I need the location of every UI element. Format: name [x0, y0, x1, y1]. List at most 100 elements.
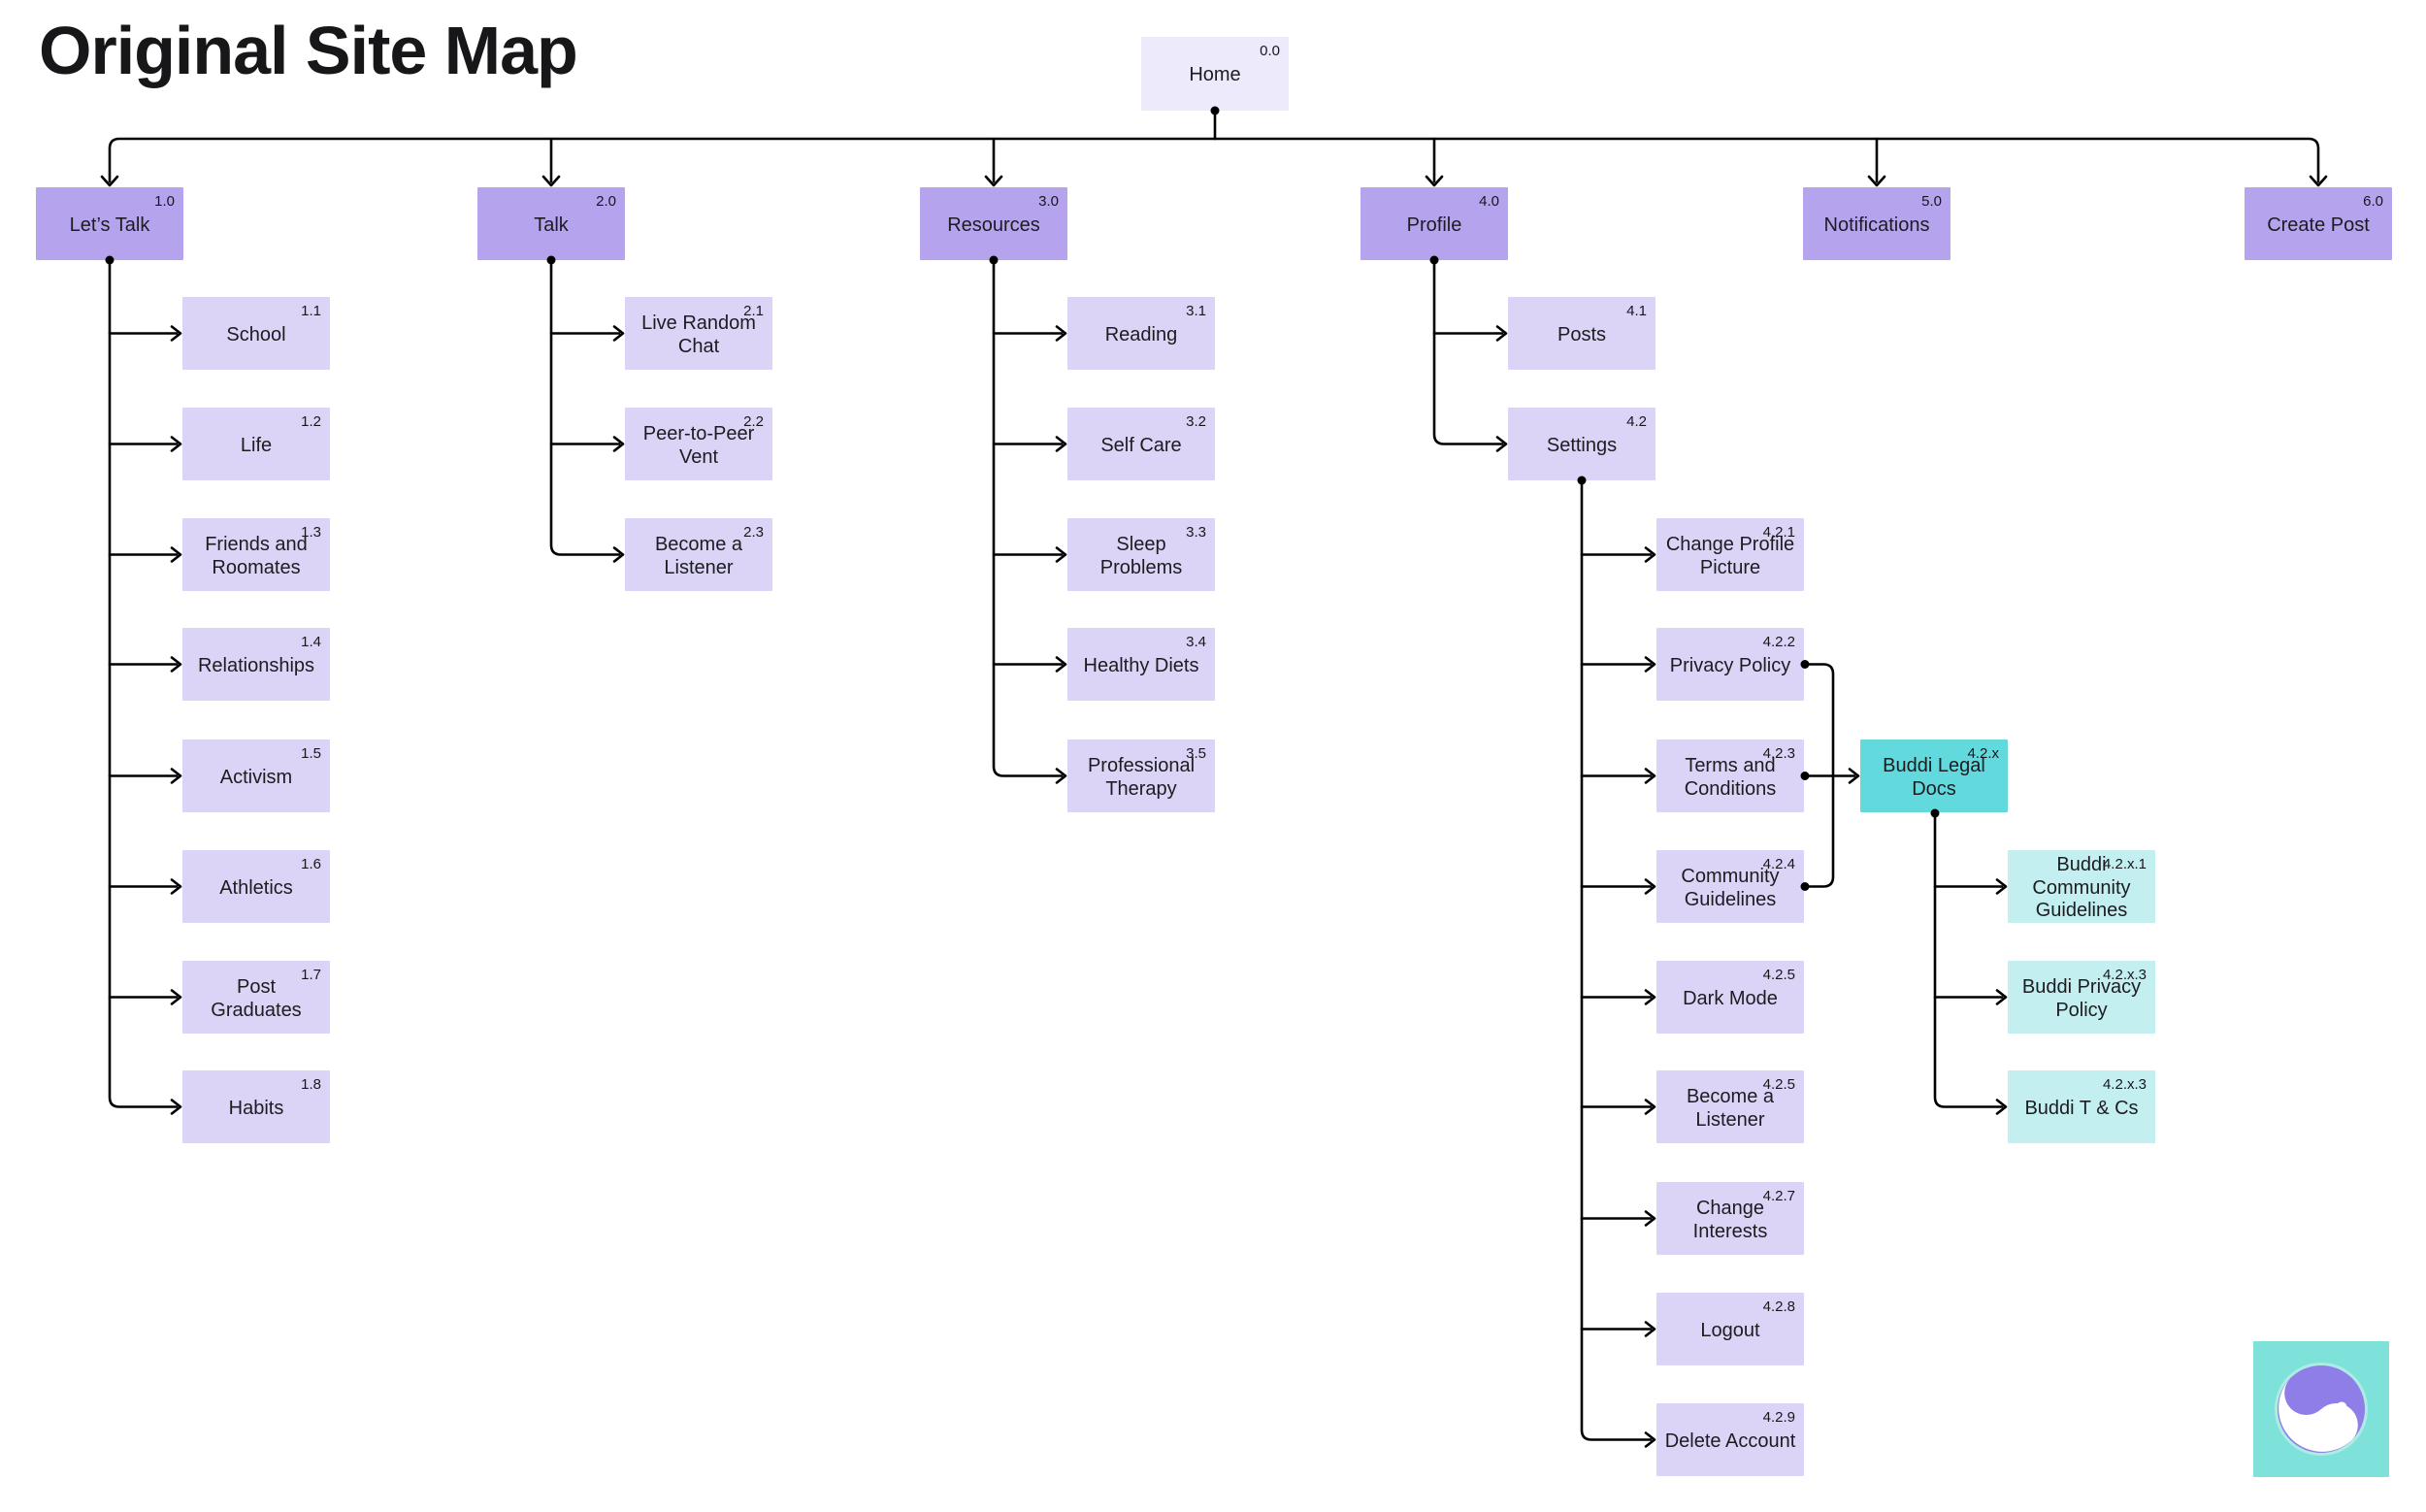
node-label: Privacy Policy [1669, 654, 1791, 676]
sitemap-node-talk[interactable]: 2.0 Talk [477, 187, 625, 260]
sitemap-node-healthy-diets[interactable]: 3.4 Healthy Diets [1067, 628, 1215, 701]
page-title: Original Site Map [39, 13, 578, 88]
node-label: Become a Listener [654, 534, 743, 578]
sitemap-node-community-guidelines[interactable]: 4.2.4 Community Guidelines [1656, 850, 1804, 923]
node-label: Relationships [197, 654, 315, 676]
node-number: 3.4 [1186, 634, 1206, 650]
node-number: 1.3 [301, 524, 321, 541]
sitemap-node-become-a-listener[interactable]: 2.3 Become a Listener [625, 518, 772, 591]
node-label: Self Care [1100, 434, 1182, 456]
node-label: Resources [947, 214, 1040, 236]
node-number: 2.3 [743, 524, 764, 541]
node-number: 4.0 [1479, 193, 1499, 210]
node-number: 3.1 [1186, 303, 1206, 319]
node-label: Sleep Problems [1099, 534, 1183, 578]
node-number: 1.5 [301, 745, 321, 762]
node-label: Change Interests [1692, 1198, 1768, 1242]
node-label: Terms and Conditions [1684, 755, 1777, 800]
sitemap-node-dark-mode[interactable]: 4.2.5 Dark Mode [1656, 961, 1804, 1034]
node-label: Notifications [1823, 214, 1930, 236]
sitemap-node-professional-therapy[interactable]: 3.5 Professional Therapy [1067, 740, 1215, 812]
sitemap-node-logout[interactable]: 4.2.8 Logout [1656, 1293, 1804, 1365]
node-number: 2.2 [743, 413, 764, 430]
node-number: 4.2.x.3 [2102, 967, 2147, 983]
node-label: Professional Therapy [1087, 755, 1196, 800]
node-number: 4.1 [1626, 303, 1647, 319]
node-number: 4.2.8 [1762, 1298, 1795, 1315]
sitemap-node-home[interactable]: 0.0 Home [1141, 37, 1289, 111]
sitemap-node-peer-to-peer-vent[interactable]: 2.2 Peer-to-Peer Vent [625, 408, 772, 480]
sitemap-node-profile[interactable]: 4.0 Profile [1361, 187, 1508, 260]
node-label: Posts [1557, 323, 1607, 345]
node-number: 4.2 [1626, 413, 1647, 430]
node-label: Buddi Privacy Policy [2021, 976, 2142, 1021]
node-label: Profile [1406, 214, 1462, 236]
node-label: Settings [1546, 434, 1618, 456]
sitemap-node-buddi-community-guidelines[interactable]: 4.2.x.1 Buddi Community Guidelines [2008, 850, 2155, 923]
sitemap-node-habits[interactable]: 1.8 Habits [182, 1070, 330, 1143]
sitemap-node-change-profile-picture[interactable]: 4.2.1 Change Profile Picture [1656, 518, 1804, 591]
node-number: 4.2.9 [1762, 1409, 1795, 1426]
node-label: Dark Mode [1683, 987, 1778, 1009]
node-label: Healthy Diets [1083, 654, 1199, 676]
sitemap-node-delete-account[interactable]: 4.2.9 Delete Account [1656, 1403, 1804, 1476]
sitemap-node-privacy-policy[interactable]: 4.2.2 Privacy Policy [1656, 628, 1804, 701]
sitemap-node-live-random-chat[interactable]: 2.1 Live Random Chat [625, 297, 772, 370]
node-number: 4.2.2 [1762, 634, 1795, 650]
node-number: 4.2.3 [1762, 745, 1795, 762]
node-label: Friends and Roomates [205, 534, 308, 578]
yin-yang-smiley-icon [2253, 1341, 2389, 1477]
sitemap-node-reading[interactable]: 3.1 Reading [1067, 297, 1215, 370]
sitemap-node-resources[interactable]: 3.0 Resources [920, 187, 1067, 260]
node-label: Community Guidelines [1681, 866, 1780, 910]
node-number: 4.2.5 [1762, 967, 1795, 983]
sitemap-node-athletics[interactable]: 1.6 Athletics [182, 850, 330, 923]
node-number: 4.2.4 [1762, 856, 1795, 872]
sitemap-node-terms-and-conditions[interactable]: 4.2.3 Terms and Conditions [1656, 740, 1804, 812]
sitemap-node-post-graduates[interactable]: 1.7 Post Graduates [182, 961, 330, 1034]
node-number: 5.0 [1921, 193, 1942, 210]
buddi-logo [2253, 1341, 2389, 1477]
sitemap-node-buddi-legal-docs[interactable]: 4.2.x Buddi Legal Docs [1860, 740, 2008, 812]
node-label: Life [240, 434, 273, 456]
node-label: Change Profile Picture [1665, 534, 1795, 578]
node-number: 4.2.x.1 [2102, 856, 2147, 872]
sitemap-node-relationships[interactable]: 1.4 Relationships [182, 628, 330, 701]
node-label: Activism [219, 766, 293, 788]
node-number: 0.0 [1260, 43, 1280, 59]
node-number: 4.2.x [1967, 745, 1999, 762]
sitemap-node-notifications[interactable]: 5.0 Notifications [1803, 187, 1951, 260]
node-label: Create Post [2267, 214, 2370, 236]
node-number: 1.4 [301, 634, 321, 650]
sitemap-node-friends-and-roomates[interactable]: 1.3 Friends and Roomates [182, 518, 330, 591]
node-label: School [226, 323, 286, 345]
node-number: 1.7 [301, 967, 321, 983]
sitemap-node-create-post[interactable]: 6.0 Create Post [2245, 187, 2392, 260]
node-label: Talk [534, 214, 569, 236]
node-label: Habits [228, 1097, 284, 1119]
sitemap-node-life[interactable]: 1.2 Life [182, 408, 330, 480]
sitemap-node-change-interests[interactable]: 4.2.7 Change Interests [1656, 1182, 1804, 1255]
node-number: 3.2 [1186, 413, 1206, 430]
node-label: Live Random Chat [641, 312, 756, 357]
node-number: 1.8 [301, 1076, 321, 1093]
node-number: 2.1 [743, 303, 764, 319]
node-label: Delete Account [1664, 1430, 1796, 1452]
node-label: Post Graduates [211, 976, 302, 1021]
node-number: 1.2 [301, 413, 321, 430]
sitemap-node-school[interactable]: 1.1 School [182, 297, 330, 370]
sitemap-node-settings[interactable]: 4.2 Settings [1508, 408, 1656, 480]
node-label: Reading [1104, 323, 1178, 345]
sitemap-node-become-a-listener-settings[interactable]: 4.2.5 Become a Listener [1656, 1070, 1804, 1143]
sitemap-node-self-care[interactable]: 3.2 Self Care [1067, 408, 1215, 480]
sitemap-node-buddi-t-and-cs[interactable]: 4.2.x.3 Buddi T & Cs [2008, 1070, 2155, 1143]
sitemap-node-activism[interactable]: 1.5 Activism [182, 740, 330, 812]
node-label: Logout [1700, 1319, 1760, 1341]
sitemap-node-buddi-privacy-policy[interactable]: 4.2.x.3 Buddi Privacy Policy [2008, 961, 2155, 1034]
sitemap-node-lets-talk[interactable]: 1.0 Let’s Talk [36, 187, 183, 260]
sitemap-node-sleep-problems[interactable]: 3.3 Sleep Problems [1067, 518, 1215, 591]
node-number: 1.1 [301, 303, 321, 319]
sitemap-node-posts[interactable]: 4.1 Posts [1508, 297, 1656, 370]
node-label: Buddi T & Cs [2024, 1097, 2139, 1119]
